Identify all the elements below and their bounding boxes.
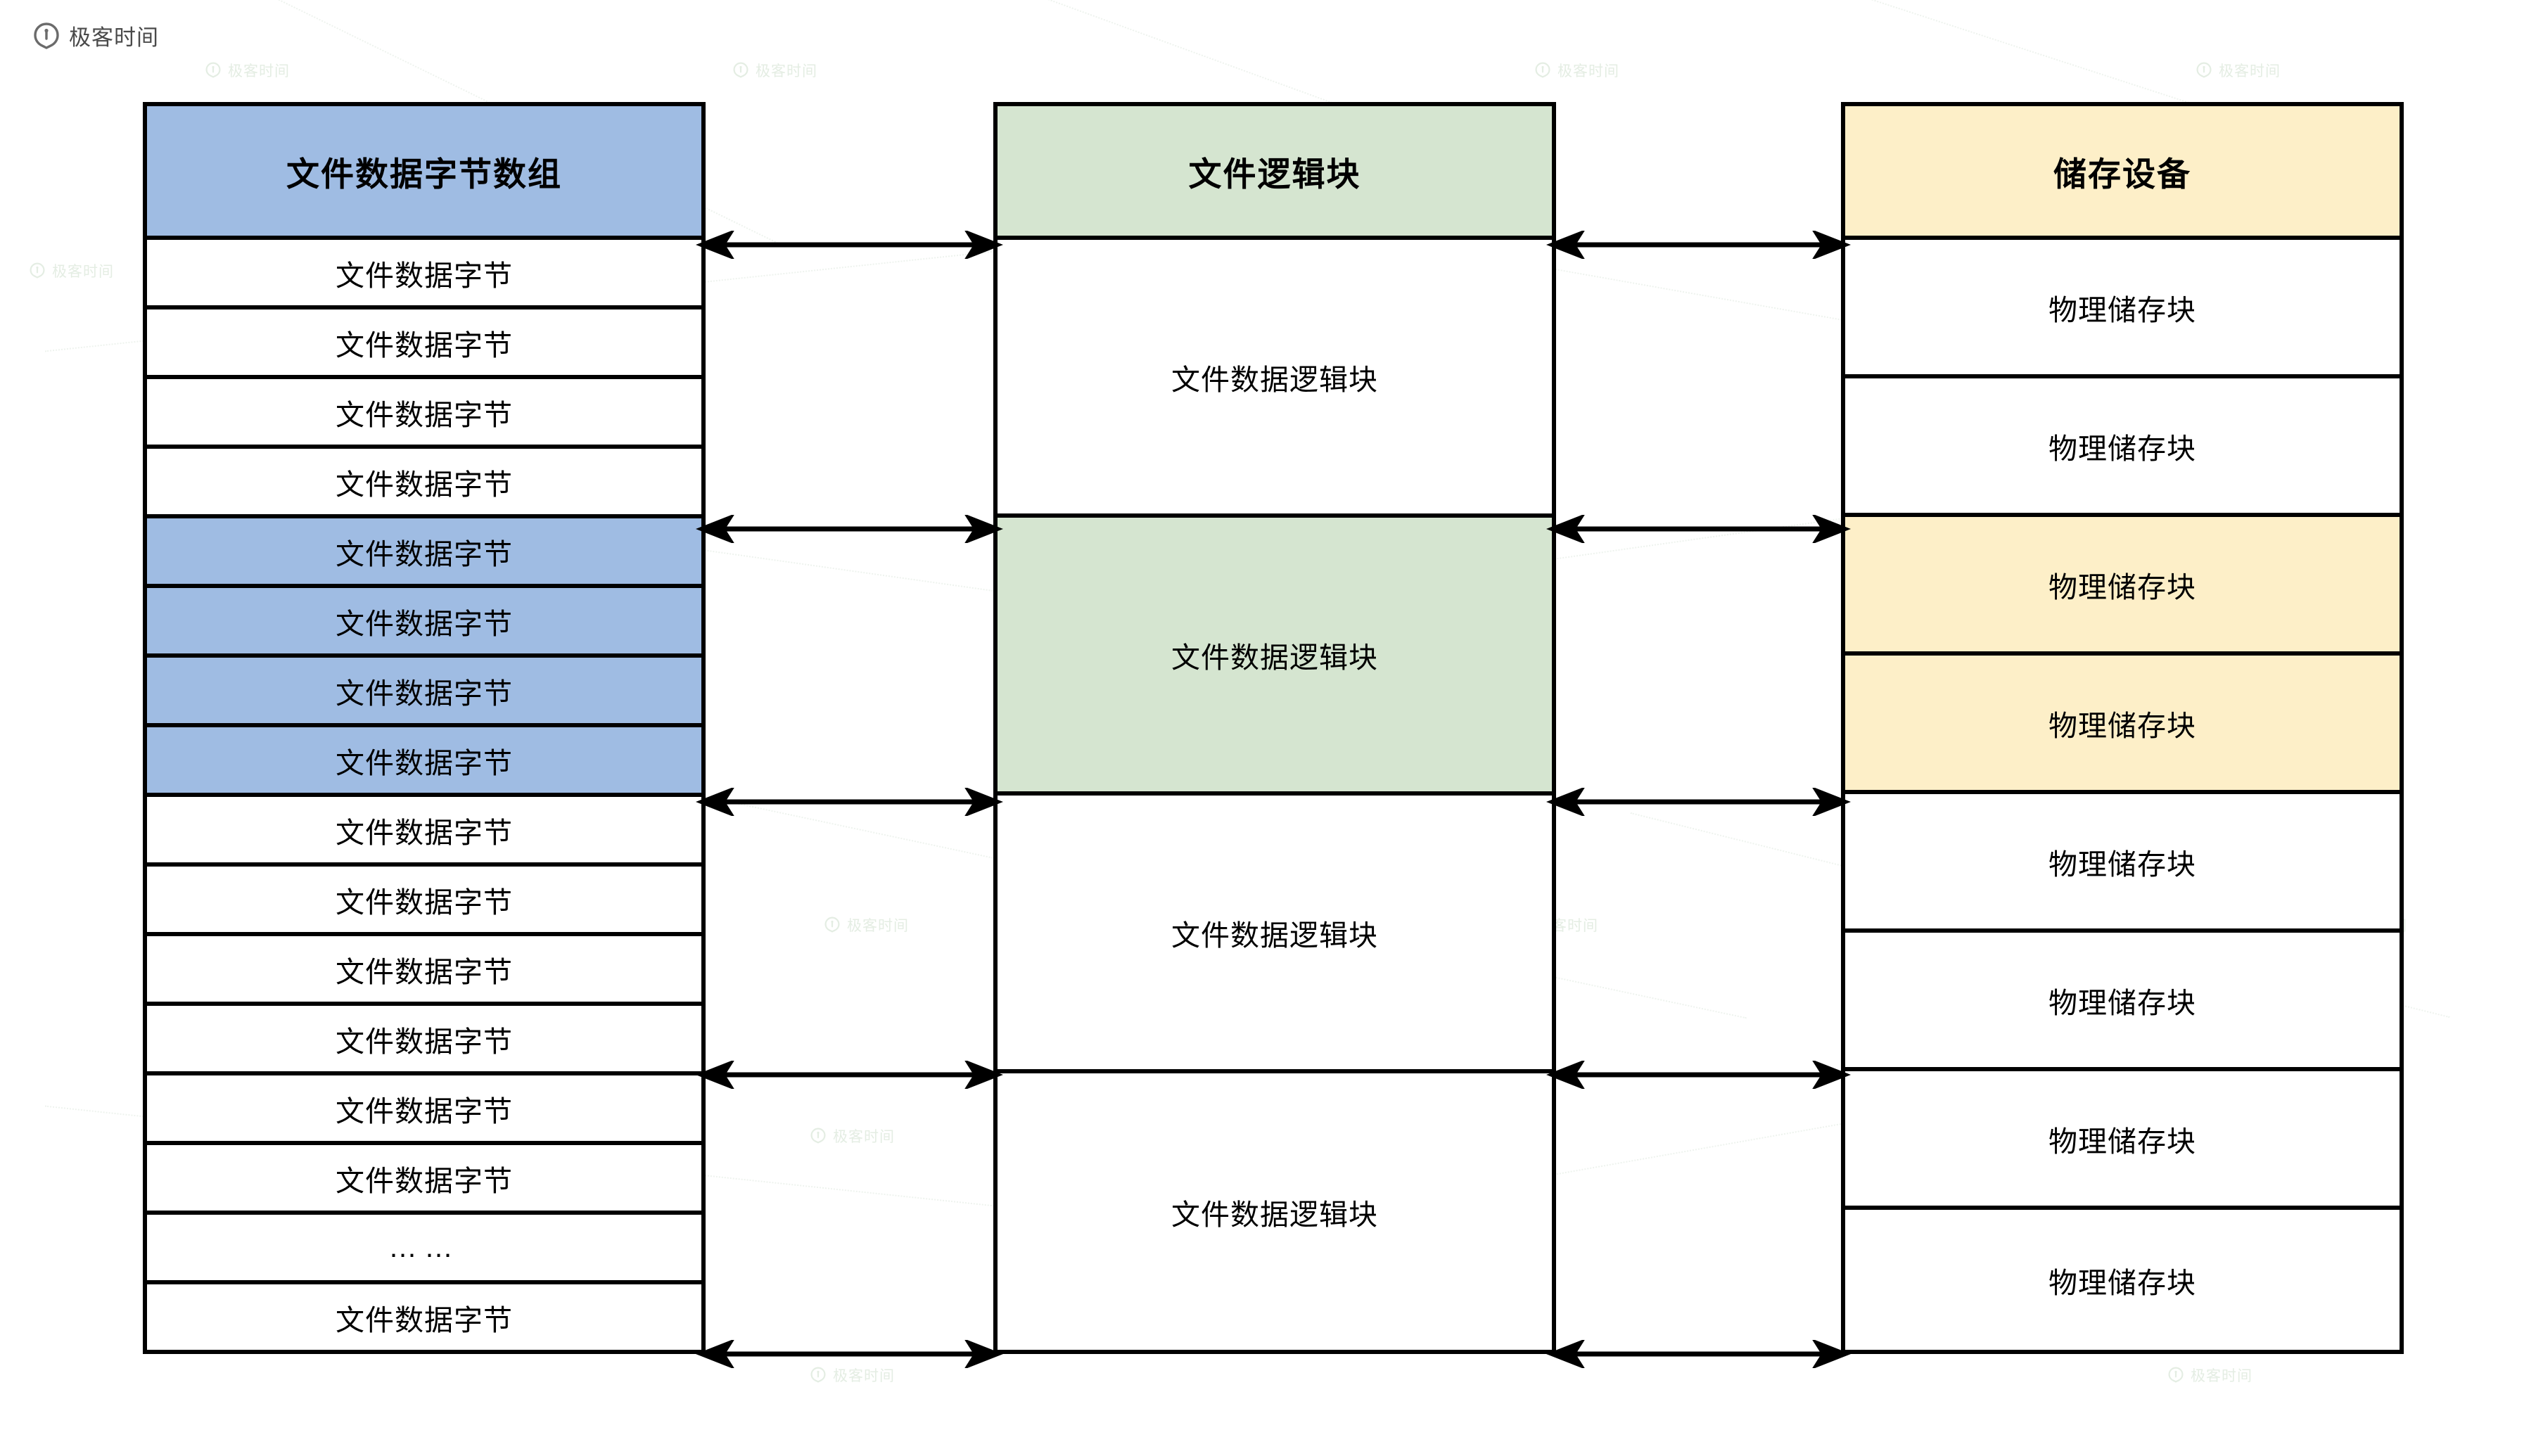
- cell-label: 物理储存块: [2048, 293, 2196, 326]
- cell-label: 文件数据字节: [336, 816, 513, 849]
- watermark-label: 极客时间: [833, 1368, 895, 1384]
- watermark-label: 极客时间: [1557, 63, 1619, 79]
- cell-label: 文件数据字节: [336, 468, 513, 501]
- column-file-byte-array: 文件数据字节数组文件数据字节文件数据字节文件数据字节文件数据字节文件数据字节文件…: [143, 102, 706, 1354]
- cell-label: 文件数据字节: [336, 1025, 513, 1058]
- geektime-logo-icon: [32, 22, 60, 50]
- cell-storage-device: 物理储存块: [1845, 378, 2400, 517]
- column-header-file-byte-array: 文件数据字节数组: [147, 106, 701, 240]
- column-header-file-logical-block: 文件逻辑块: [998, 106, 1552, 240]
- watermark-label: 极客时间: [2219, 63, 2281, 79]
- cell-label: 文件数据字节: [336, 955, 513, 988]
- connector-right-2: [1546, 515, 1851, 543]
- column-file-logical-block: 文件逻辑块文件数据逻辑块文件数据逻辑块文件数据逻辑块文件数据逻辑块: [993, 102, 1556, 1354]
- cell-label: 文件数据逻辑块: [1171, 641, 1378, 674]
- cell-file-logical-block: 文件数据逻辑块: [998, 1073, 1552, 1350]
- cell-label: 文件数据字节: [336, 537, 513, 570]
- connector-left-4: [696, 1061, 1003, 1089]
- cell-storage-device: 物理储存块: [1845, 240, 2400, 378]
- cell-file-byte-array: 文件数据字节: [147, 309, 701, 379]
- connector-right-1: [1546, 231, 1851, 259]
- cell-label: 文件数据字节: [336, 259, 513, 292]
- cell-label: 文件数据逻辑块: [1171, 363, 1378, 396]
- cell-label: 文件数据字节: [336, 607, 513, 640]
- watermark-label: 极客时间: [833, 1129, 895, 1145]
- cell-label: 文件数据逻辑块: [1171, 1198, 1378, 1231]
- cell-storage-device: 物理储存块: [1845, 1210, 2400, 1350]
- cell-label: 文件数据字节: [336, 677, 513, 710]
- geektime-watermark-icon: 极客时间: [809, 1365, 895, 1386]
- cell-file-logical-block: 文件数据逻辑块: [998, 796, 1552, 1073]
- cell-file-logical-block: 文件数据逻辑块: [998, 240, 1552, 518]
- cell-file-byte-array: 文件数据字节: [147, 518, 701, 588]
- watermark-label: 极客时间: [52, 264, 114, 280]
- watermark-label: 极客时间: [847, 918, 909, 934]
- cell-file-byte-array: 文件数据字节: [147, 1284, 701, 1350]
- connector-right-3: [1546, 788, 1851, 816]
- column-header-storage-device: 储存设备: [1845, 106, 2400, 240]
- geektime-watermark-icon: 极客时间: [28, 260, 114, 281]
- geektime-watermark-icon: 极客时间: [823, 914, 909, 935]
- cell-file-byte-array: 文件数据字节: [147, 240, 701, 309]
- cell-label: 文件数据字节: [336, 1303, 513, 1336]
- connector-left-2: [696, 515, 1003, 543]
- geektime-watermark-icon: 极客时间: [2195, 60, 2281, 81]
- column-header-label: 文件数据字节数组: [286, 155, 562, 193]
- cell-storage-device: 物理储存块: [1845, 794, 2400, 933]
- cell-label: 物理储存块: [2048, 709, 2196, 742]
- cell-file-byte-array: 文件数据字节: [147, 1145, 701, 1215]
- column-storage-device: 储存设备物理储存块物理储存块物理储存块物理储存块物理储存块物理储存块物理储存块物…: [1841, 102, 2404, 1354]
- cell-label: 物理储存块: [2048, 1125, 2196, 1158]
- cell-file-byte-array: 文件数据字节: [147, 1006, 701, 1075]
- cell-file-byte-array: 文件数据字节: [147, 797, 701, 867]
- geektime-watermark-icon: 极客时间: [204, 60, 290, 81]
- cell-label: ……: [388, 1231, 460, 1263]
- cell-file-byte-array: 文件数据字节: [147, 1075, 701, 1145]
- geektime-watermark-icon: 极客时间: [2167, 1365, 2253, 1386]
- geektime-watermark-icon: 极客时间: [809, 1125, 895, 1147]
- cell-label: 文件数据字节: [336, 886, 513, 919]
- ellipsis-row: ……: [147, 1215, 701, 1284]
- cell-file-byte-array: 文件数据字节: [147, 658, 701, 727]
- brand-logo: 极客时间: [32, 20, 159, 51]
- cell-label: 物理储存块: [2048, 570, 2196, 604]
- cell-label: 物理储存块: [2048, 1266, 2196, 1299]
- cell-storage-device: 物理储存块: [1845, 1071, 2400, 1210]
- connector-right-4: [1546, 1061, 1851, 1089]
- cell-file-byte-array: 文件数据字节: [147, 936, 701, 1006]
- connector-left-3: [696, 788, 1003, 816]
- connector-right-5: [1546, 1340, 1851, 1368]
- cell-label: 文件数据字节: [336, 1094, 513, 1128]
- cell-storage-device: 物理储存块: [1845, 933, 2400, 1071]
- cell-storage-device: 物理储存块: [1845, 517, 2400, 656]
- cell-label: 物理储存块: [2048, 432, 2196, 465]
- cell-label: 文件数据字节: [336, 1164, 513, 1197]
- cell-file-byte-array: 文件数据字节: [147, 449, 701, 518]
- cell-label: 文件数据字节: [336, 746, 513, 779]
- column-header-label: 储存设备: [2053, 155, 2191, 193]
- connector-left-5: [696, 1340, 1003, 1368]
- cell-file-logical-block: 文件数据逻辑块: [998, 518, 1552, 796]
- geektime-watermark-icon: 极客时间: [732, 60, 817, 81]
- watermark-label: 极客时间: [2191, 1368, 2253, 1384]
- cell-storage-device: 物理储存块: [1845, 656, 2400, 794]
- geektime-watermark-icon: 极客时间: [1534, 60, 1619, 81]
- cell-label: 物理储存块: [2048, 848, 2196, 881]
- cell-file-byte-array: 文件数据字节: [147, 727, 701, 797]
- cell-file-byte-array: 文件数据字节: [147, 867, 701, 936]
- watermark-label: 极客时间: [228, 63, 290, 79]
- cell-file-byte-array: 文件数据字节: [147, 588, 701, 658]
- column-header-label: 文件逻辑块: [1188, 155, 1361, 193]
- cell-file-byte-array: 文件数据字节: [147, 379, 701, 449]
- watermark-label: 极客时间: [756, 63, 817, 79]
- brand-name: 极客时间: [69, 25, 159, 50]
- cell-label: 文件数据字节: [336, 328, 513, 362]
- connector-left-1: [696, 231, 1003, 259]
- cell-label: 物理储存块: [2048, 986, 2196, 1019]
- cell-label: 文件数据逻辑块: [1171, 919, 1378, 952]
- cell-label: 文件数据字节: [336, 398, 513, 431]
